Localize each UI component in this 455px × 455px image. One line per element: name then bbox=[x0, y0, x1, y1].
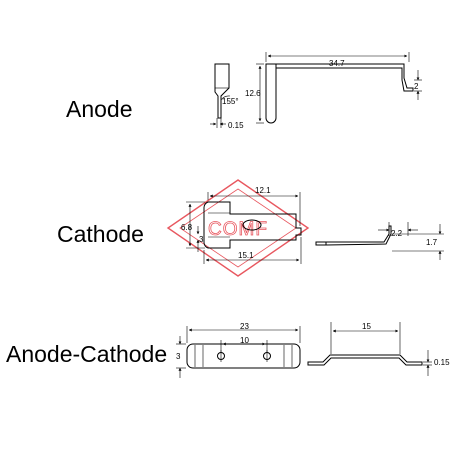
cathode-side-view bbox=[315, 241, 327, 246]
anode-cathode-length-value: 23 bbox=[240, 322, 249, 331]
anode-drawing: 155° 0.15 34.7 12.6 2 bbox=[210, 52, 422, 130]
anode-cathode-side-view bbox=[307, 354, 423, 366]
cathode-length-value: 15.1 bbox=[238, 251, 254, 260]
cathode-body bbox=[203, 201, 302, 249]
anode-cathode-side-length-value: 15 bbox=[362, 322, 371, 331]
cathode-drawing: 12.1 6.8 3 15.1 2.2 1.7 bbox=[181, 186, 444, 264]
cathode-step-width-value: 2.2 bbox=[391, 229, 403, 238]
anode-side-view bbox=[214, 63, 230, 119]
watermark-diamond-inner bbox=[179, 188, 297, 268]
anode-cathode-body bbox=[186, 343, 301, 369]
cathode-inner-value: 3 bbox=[199, 235, 204, 244]
cathode-step-height-value: 1.7 bbox=[426, 238, 438, 247]
anode-angle-value: 155° bbox=[222, 97, 239, 106]
cathode-slot bbox=[242, 219, 262, 231]
anode-cathode-pitch-value: 10 bbox=[240, 336, 249, 345]
anode-label: Anode bbox=[66, 96, 133, 122]
cathode-label: Cathode bbox=[57, 221, 144, 247]
anode-thickness-value: 0.15 bbox=[228, 121, 244, 130]
watermark-text: COMF bbox=[208, 219, 268, 240]
anode-cathode-drawing: 23 10 3 15 0.15 bbox=[176, 322, 450, 378]
anode-tip-value: 2 bbox=[414, 82, 419, 91]
cathode-height-value: 6.8 bbox=[181, 223, 193, 232]
cathode-width-value: 12.1 bbox=[255, 186, 271, 195]
anode-cathode-height-value: 3 bbox=[176, 352, 181, 361]
anode-length-value: 34.7 bbox=[329, 59, 345, 68]
anode-cathode-thickness-value: 0.15 bbox=[434, 358, 450, 367]
anode-front-view bbox=[265, 63, 277, 124]
anode-height-value: 12.6 bbox=[245, 89, 261, 98]
anode-cathode-label: Anode-Cathode bbox=[6, 341, 167, 367]
